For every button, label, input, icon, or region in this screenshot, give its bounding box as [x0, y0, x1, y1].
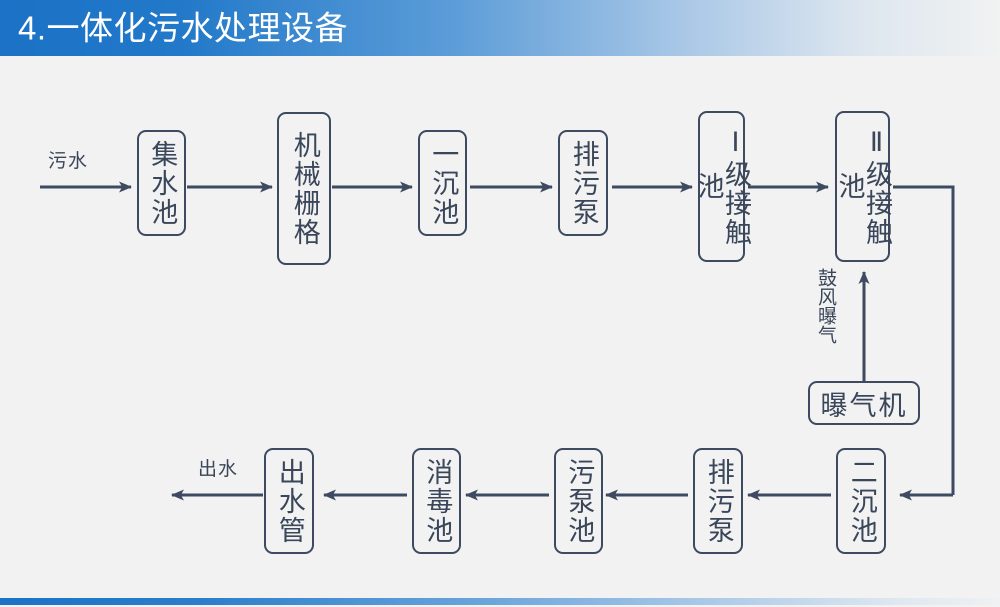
node-label: 消毒池 [422, 457, 453, 545]
node-label: 曝气机 [820, 390, 908, 421]
node-label: 排污泵 [703, 457, 734, 545]
node-label: 二沉池 [846, 457, 877, 545]
node-collection-tank[interactable]: 集水池 [137, 130, 186, 236]
node-label: 排污泵 [568, 139, 599, 227]
page-title: 4.一体化污水处理设备 [18, 9, 349, 47]
aeration-label: 鼓风曝气 [815, 268, 836, 344]
node-disinfection-tank[interactable]: 消毒池 [412, 448, 461, 554]
node-label: Ⅱ级接触池 [834, 126, 893, 247]
node-outlet-pipe[interactable]: 出水管 [264, 448, 314, 554]
node-secondary-sedimentation-tank[interactable]: 二沉池 [836, 448, 886, 554]
node-label: 一沉池 [428, 139, 459, 227]
node-primary-sedimentation-tank[interactable]: 一沉池 [418, 130, 467, 236]
footer-bar [0, 598, 1000, 605]
node-contact-tank-1[interactable]: Ⅰ级接触池 [694, 111, 751, 262]
node-aerator[interactable]: 曝气机 [808, 381, 920, 425]
node-label: 污泵池 [564, 457, 595, 545]
node-mechanical-grille[interactable]: 机械栅格 [277, 112, 331, 265]
node-label: 出水管 [274, 457, 305, 545]
node-label: 集水池 [147, 139, 178, 227]
outlet-label: 出水 [198, 459, 239, 480]
node-sewage-pump[interactable]: 排污泵 [558, 130, 608, 236]
process-flow-diagram: 污水 出水 鼓风曝气 集水池 机械栅格 一沉池 排污泵 Ⅰ级接触池 Ⅱ级接触池 … [0, 56, 1000, 598]
node-sludge-pump-tank[interactable]: 污泵池 [554, 448, 603, 554]
node-sewage-pump-2[interactable]: 排污泵 [693, 448, 743, 554]
connector-layer [40, 181, 955, 501]
node-label: 机械栅格 [289, 130, 320, 247]
node-label: Ⅰ级接触池 [693, 126, 752, 247]
header-bar: 4.一体化污水处理设备 [0, 0, 1000, 56]
inlet-label: 污水 [48, 151, 89, 172]
node-contact-tank-2[interactable]: Ⅱ级接触池 [834, 111, 893, 262]
connector-contact2-to-secondary-sed [893, 185, 955, 495]
